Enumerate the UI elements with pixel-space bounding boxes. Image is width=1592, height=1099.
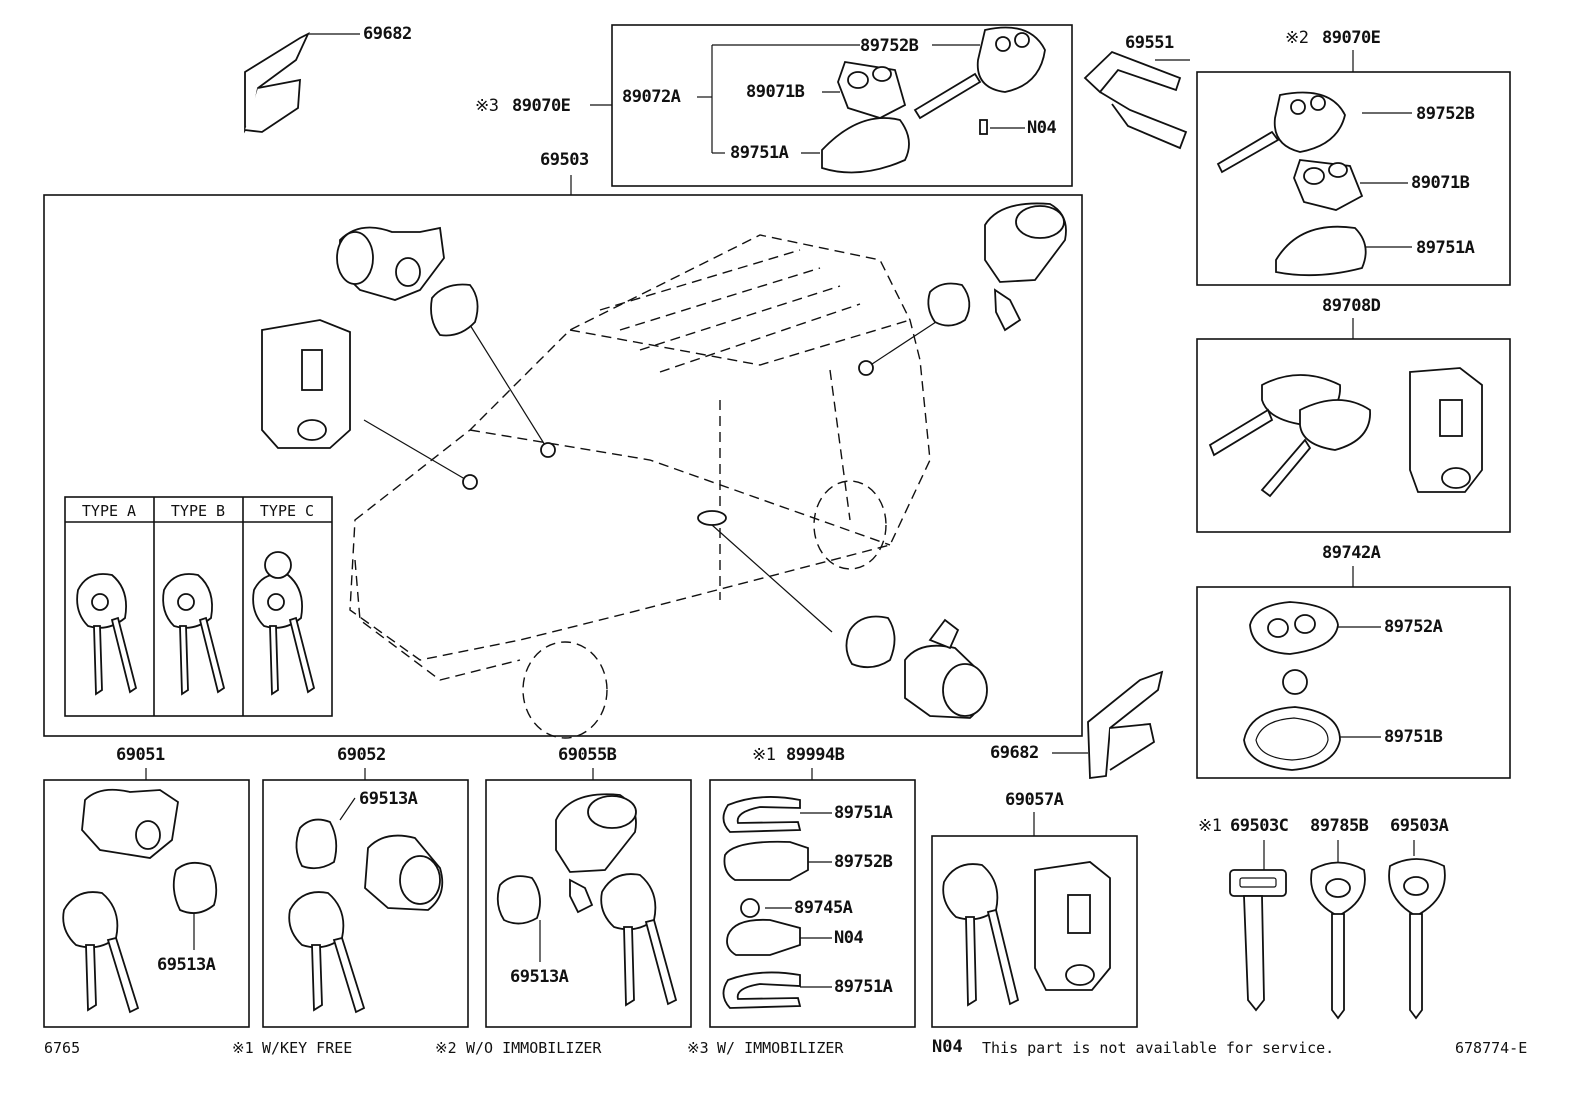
callout-69055B: 69055B	[558, 745, 617, 765]
lock-point-ignition	[462, 474, 478, 490]
case-89751B	[1243, 706, 1341, 771]
callout-69551: 69551	[1125, 33, 1174, 53]
mark-no-immobilizer: ※2	[1285, 28, 1309, 48]
callout-69051: 69051	[116, 745, 165, 765]
callout-89745A: 89745A	[794, 898, 853, 918]
callout-89751A-right: 89751A	[1416, 238, 1475, 258]
door-lock-cylinder-top	[336, 226, 445, 301]
callout-89751A-k1: 89751A	[834, 803, 893, 823]
cover-89751A-right	[1275, 225, 1367, 277]
gasket-front-door	[845, 615, 896, 669]
gasket-back-door	[927, 282, 971, 327]
callout-89742A: 89742A	[1322, 543, 1381, 563]
footer-note3-mark: ※3	[687, 1039, 709, 1057]
callout-69513A-b: 69513A	[359, 789, 418, 809]
key-set-89708D	[1208, 367, 1483, 498]
callout-N04-top: N04	[1027, 118, 1057, 138]
frame-key-types	[64, 496, 333, 717]
type-c-label: TYPE C	[259, 502, 315, 520]
mark-key-free-89994B: ※1	[752, 745, 776, 765]
callout-89070E-right: 89070E	[1322, 28, 1381, 48]
key-89785B	[1310, 861, 1366, 1020]
lock-point-door	[540, 442, 556, 458]
remote-89752A	[1249, 601, 1339, 655]
back-door-cylinder	[984, 202, 1067, 332]
type-b-keys	[162, 573, 226, 696]
lock-set-69055B	[496, 793, 678, 1007]
callout-89785B: 89785B	[1310, 816, 1369, 836]
footer-n04-text: This part is not available for service.	[982, 1039, 1335, 1057]
battery-89742A	[1282, 669, 1308, 695]
callout-69503: 69503	[540, 150, 589, 170]
type-b-label: TYPE B	[170, 502, 226, 520]
footer-ref-code: 678774-E	[1455, 1039, 1528, 1057]
footer-left-code: 6765	[44, 1039, 81, 1057]
door-handle	[697, 510, 727, 526]
lock-point-back-door	[858, 360, 874, 376]
key-89752B-right	[1216, 91, 1346, 174]
callout-69503A: 69503A	[1390, 816, 1449, 836]
callout-69513A-a: 69513A	[157, 955, 216, 975]
vehicle-outline	[349, 234, 931, 739]
callout-69503C: 69503C	[1230, 816, 1289, 836]
callout-89752B-top: 89752B	[860, 36, 919, 56]
frame-89742A	[1196, 586, 1511, 779]
chip-N04-top	[979, 119, 988, 135]
keypad-89071B-top	[837, 60, 907, 119]
type-a-label: TYPE A	[81, 502, 137, 520]
ignition-cylinder-main	[261, 319, 351, 449]
footer-note3: W/ IMMOBILIZER	[717, 1039, 844, 1057]
callout-89751A-top: 89751A	[730, 143, 789, 163]
type-c-keys	[252, 551, 316, 696]
callout-N04-k: N04	[834, 928, 864, 948]
lock-set-69057A	[942, 861, 1111, 1007]
type-a-keys	[76, 573, 138, 696]
bracket-69551	[1083, 50, 1188, 150]
mark-key-free-69503C: ※1	[1198, 816, 1222, 836]
bracket-69682-top	[244, 32, 310, 134]
callout-89070E-left: 89070E	[512, 96, 571, 116]
blank-key-69503C	[1229, 869, 1287, 1012]
footer-note2: W/O IMMOBILIZER	[466, 1039, 602, 1057]
callout-89752B-right: 89752B	[1416, 104, 1475, 124]
callout-89752A: 89752A	[1384, 617, 1443, 637]
callout-89071B-top: 89071B	[746, 82, 805, 102]
cover-89751A-top	[821, 117, 910, 174]
callout-69513A-d: 69513A	[510, 967, 569, 987]
callout-69057A: 69057A	[1005, 790, 1064, 810]
footer-n04-code: N04	[932, 1037, 963, 1057]
parts-89994B	[722, 796, 809, 1009]
lock-set-69052	[288, 818, 444, 1014]
callout-89071B-right: 89071B	[1411, 173, 1470, 193]
front-door-cylinder	[904, 618, 988, 719]
callout-69052: 69052	[337, 745, 386, 765]
callout-89751A-k2: 89751A	[834, 977, 893, 997]
key-89752B-top	[913, 26, 1046, 120]
callout-89072A: 89072A	[622, 87, 681, 107]
mark-immobilizer-left: ※3	[475, 96, 499, 116]
footer-note1-mark: ※1	[232, 1039, 254, 1057]
callout-69682-top: 69682	[363, 24, 412, 44]
callout-89994B: 89994B	[786, 745, 845, 765]
frame-69055B	[485, 779, 692, 1028]
gasket-top	[430, 283, 479, 337]
lock-set-69051	[62, 788, 218, 1014]
callout-69682-bottom: 69682	[990, 743, 1039, 763]
callout-89751B: 89751B	[1384, 727, 1443, 747]
key-69503A	[1388, 858, 1446, 1020]
bracket-69682-bottom	[1087, 670, 1164, 780]
callout-89708D: 89708D	[1322, 296, 1381, 316]
callout-89752B-k: 89752B	[834, 852, 893, 872]
footer-note2-mark: ※2	[435, 1039, 457, 1057]
footer-note1: W/KEY FREE	[262, 1039, 353, 1057]
frame-main-vehicle	[43, 194, 1083, 737]
keypad-89071B-right	[1293, 159, 1364, 211]
